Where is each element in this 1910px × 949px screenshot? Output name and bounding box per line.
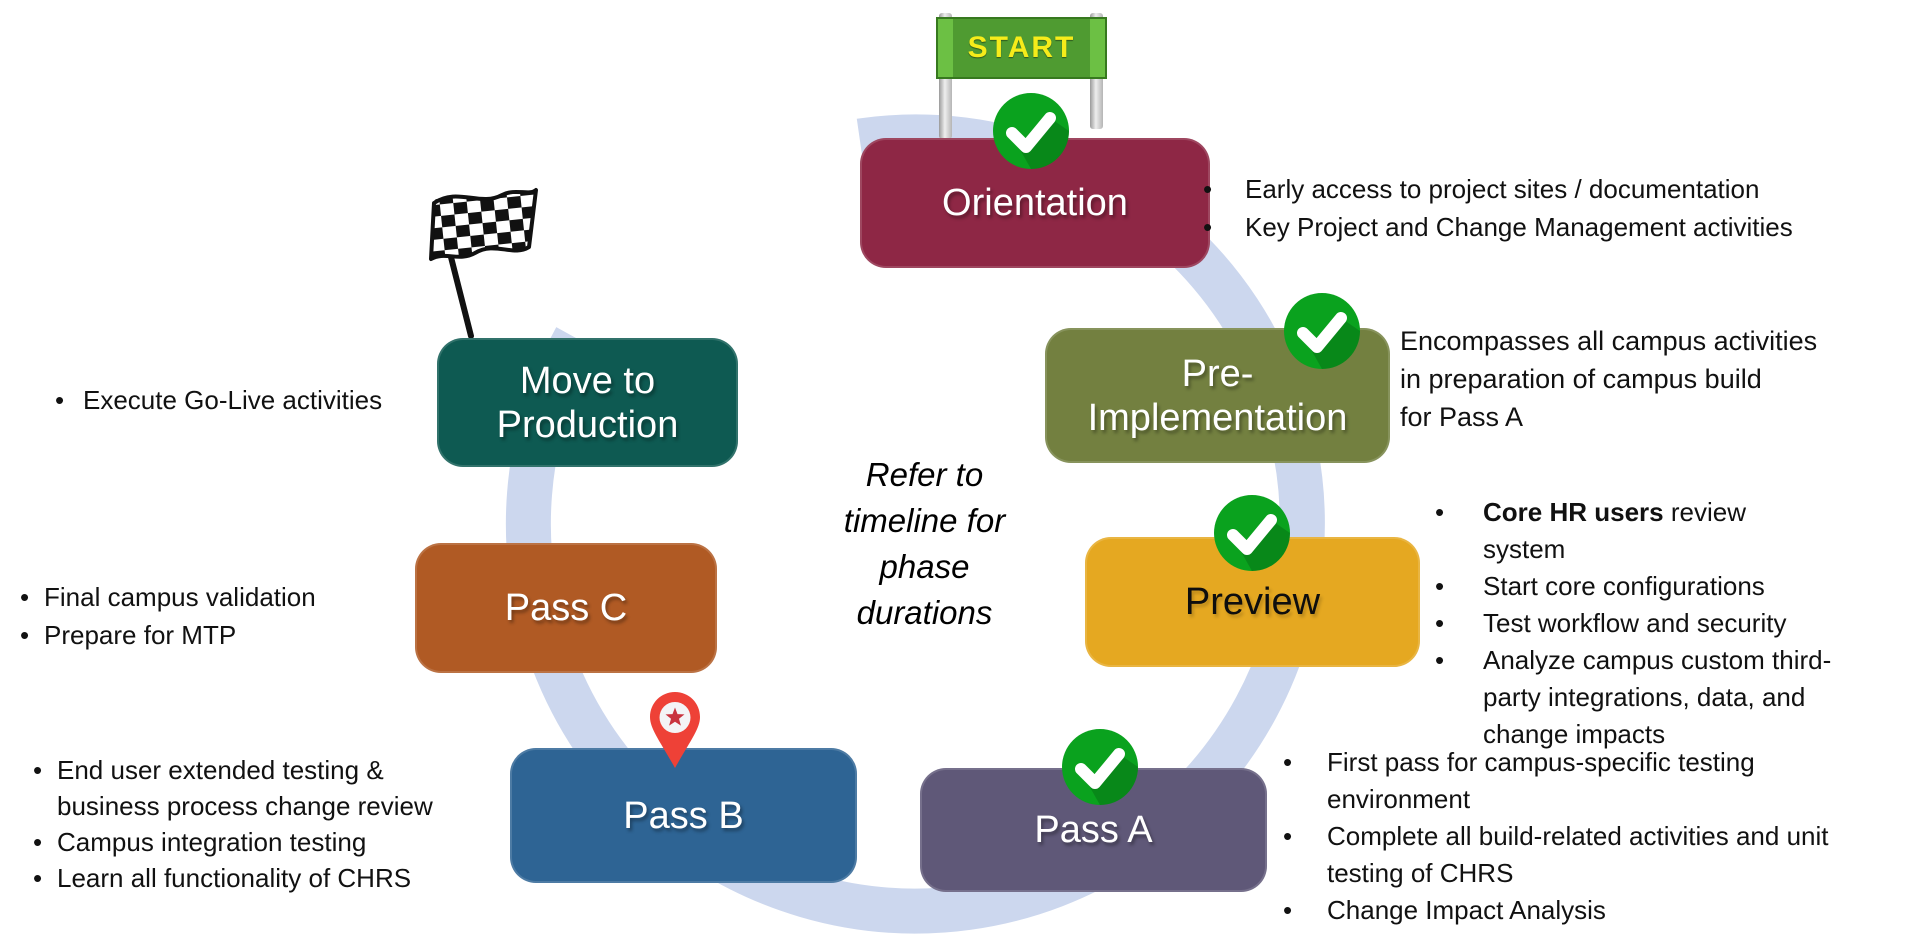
phase-label: Implementation xyxy=(1087,396,1348,439)
bullet-dot: • xyxy=(1203,174,1213,204)
phase-box-pass-a: Pass A xyxy=(920,768,1267,892)
text-line: Refer to xyxy=(865,456,984,493)
bullet-dot: • xyxy=(33,827,43,857)
bullet-text: Core HR users review system xyxy=(1483,497,1746,564)
bullet-text: End user extended testing & business pro… xyxy=(57,755,433,821)
notes-pre-implementation: Encompasses all campus activities in prep… xyxy=(1400,322,1880,436)
checkmark-icon xyxy=(1062,729,1138,805)
note-bullet: • First pass for campus-specific testing … xyxy=(1283,744,1883,818)
notes-orientation: • Early access to project sites / documen… xyxy=(1203,170,1803,246)
note-bullet: • Early access to project sites / documen… xyxy=(1203,170,1803,208)
note-bullet: • Execute Go-Live activities xyxy=(55,382,485,418)
phase-label: Preview xyxy=(1184,581,1321,623)
bullet-dot: • xyxy=(1435,608,1445,638)
notes-preview: • Core HR users review system • Start core … xyxy=(1435,494,1835,753)
center-note: Refer to timeline for phase durations xyxy=(782,452,1067,636)
bullet-text: Early access to project sites / document… xyxy=(1245,174,1760,204)
bullet-dot: • xyxy=(1435,571,1445,601)
bullet-dot: • xyxy=(20,620,30,650)
bullet-dot: • xyxy=(1203,212,1213,242)
bullet-dot: • xyxy=(20,582,30,612)
phase-label: Pass A xyxy=(1034,809,1153,851)
start-banner-icon: START xyxy=(936,17,1107,79)
note-bullet: • Prepare for MTP xyxy=(20,616,400,654)
note-bullet: • Test workflow and security xyxy=(1435,605,1835,642)
phase-box-move-to-production: Move to Production xyxy=(437,338,738,467)
notes-pass-b: • End user extended testing & business pr… xyxy=(33,752,443,896)
phase-label: Pre- xyxy=(1181,352,1254,395)
phase-label: Orientation xyxy=(942,182,1128,224)
bullet-dot: • xyxy=(33,863,43,893)
checkered-flag-icon xyxy=(429,188,538,339)
bullet-text: Analyze campus custom third-party integr… xyxy=(1483,645,1832,749)
phase-label: Production xyxy=(496,403,679,446)
note-bullet: • Start core configurations xyxy=(1435,568,1835,605)
note-bullet: • Core HR users review system xyxy=(1435,494,1835,568)
checkmark-icon xyxy=(1284,293,1360,369)
text-line: for Pass A xyxy=(1400,402,1524,432)
bullet-dot: • xyxy=(1283,895,1293,925)
note-bullet: • End user extended testing & business pr… xyxy=(33,752,443,824)
bullet-text: Learn all functionality of CHRS xyxy=(57,863,412,893)
bullet-dot: • xyxy=(33,755,43,785)
bullet-dot: • xyxy=(1435,645,1445,675)
text-line: durations xyxy=(856,594,993,631)
bullet-text: Prepare for MTP xyxy=(44,620,237,650)
bullet-text: Test workflow and security xyxy=(1483,608,1787,638)
star-icon xyxy=(665,707,685,726)
text-line: timeline for xyxy=(843,502,1006,539)
bullet-dot: • xyxy=(1283,821,1293,851)
bullet-text: Execute Go-Live activities xyxy=(83,385,383,415)
start-sign: START xyxy=(936,11,1108,141)
note-bullet: • Campus integration testing xyxy=(33,824,443,860)
text-line: phase xyxy=(879,548,970,585)
text-line: in preparation of campus build xyxy=(1400,364,1762,394)
phase-box-pass-c: Pass C xyxy=(415,543,717,673)
bullet-text: Campus integration testing xyxy=(57,827,367,857)
bullet-text: Complete all build-related activities an… xyxy=(1327,821,1829,888)
notes-pass-c: • Final campus validation • Prepare for MTP xyxy=(20,578,400,654)
text-line: Encompasses all campus activities xyxy=(1400,326,1818,356)
phase-label: Pass B xyxy=(623,794,744,837)
phase-box-pass-b: Pass B xyxy=(510,748,857,883)
start-label: START xyxy=(967,31,1076,64)
note-bullet: • Complete all build-related activities a… xyxy=(1283,818,1883,892)
bullet-text: First pass for campus-specific testing e… xyxy=(1327,747,1755,814)
phase-label: Pass C xyxy=(504,587,628,629)
bullet-dot: • xyxy=(1435,497,1445,527)
bullet-dot: • xyxy=(55,385,65,415)
notes-move-to-production: • Execute Go-Live activities xyxy=(55,382,485,418)
notes-pass-a: • First pass for campus-specific testing … xyxy=(1283,744,1883,929)
note-bullet: • Learn all functionality of CHRS xyxy=(33,860,443,896)
bullet-dot: • xyxy=(1283,747,1293,777)
note-bullet: • Analyze campus custom third-party integ… xyxy=(1435,642,1835,753)
bullet-text: Final campus validation xyxy=(44,582,316,612)
checkmark-icon xyxy=(993,93,1069,169)
note-bullet: • Final campus validation xyxy=(20,578,400,616)
bullet-text: Start core configurations xyxy=(1483,571,1765,601)
flag-cloth xyxy=(429,188,538,261)
bullet-text: Change Impact Analysis xyxy=(1327,895,1606,925)
location-pin-icon xyxy=(650,692,700,768)
bullet-text: Key Project and Change Management activi… xyxy=(1245,212,1793,242)
phase-label: Move to xyxy=(519,359,656,402)
note-bullet: • Key Project and Change Management activ… xyxy=(1203,208,1803,246)
checkmark-icon xyxy=(1214,495,1290,571)
note-bullet: • Change Impact Analysis xyxy=(1283,892,1883,929)
